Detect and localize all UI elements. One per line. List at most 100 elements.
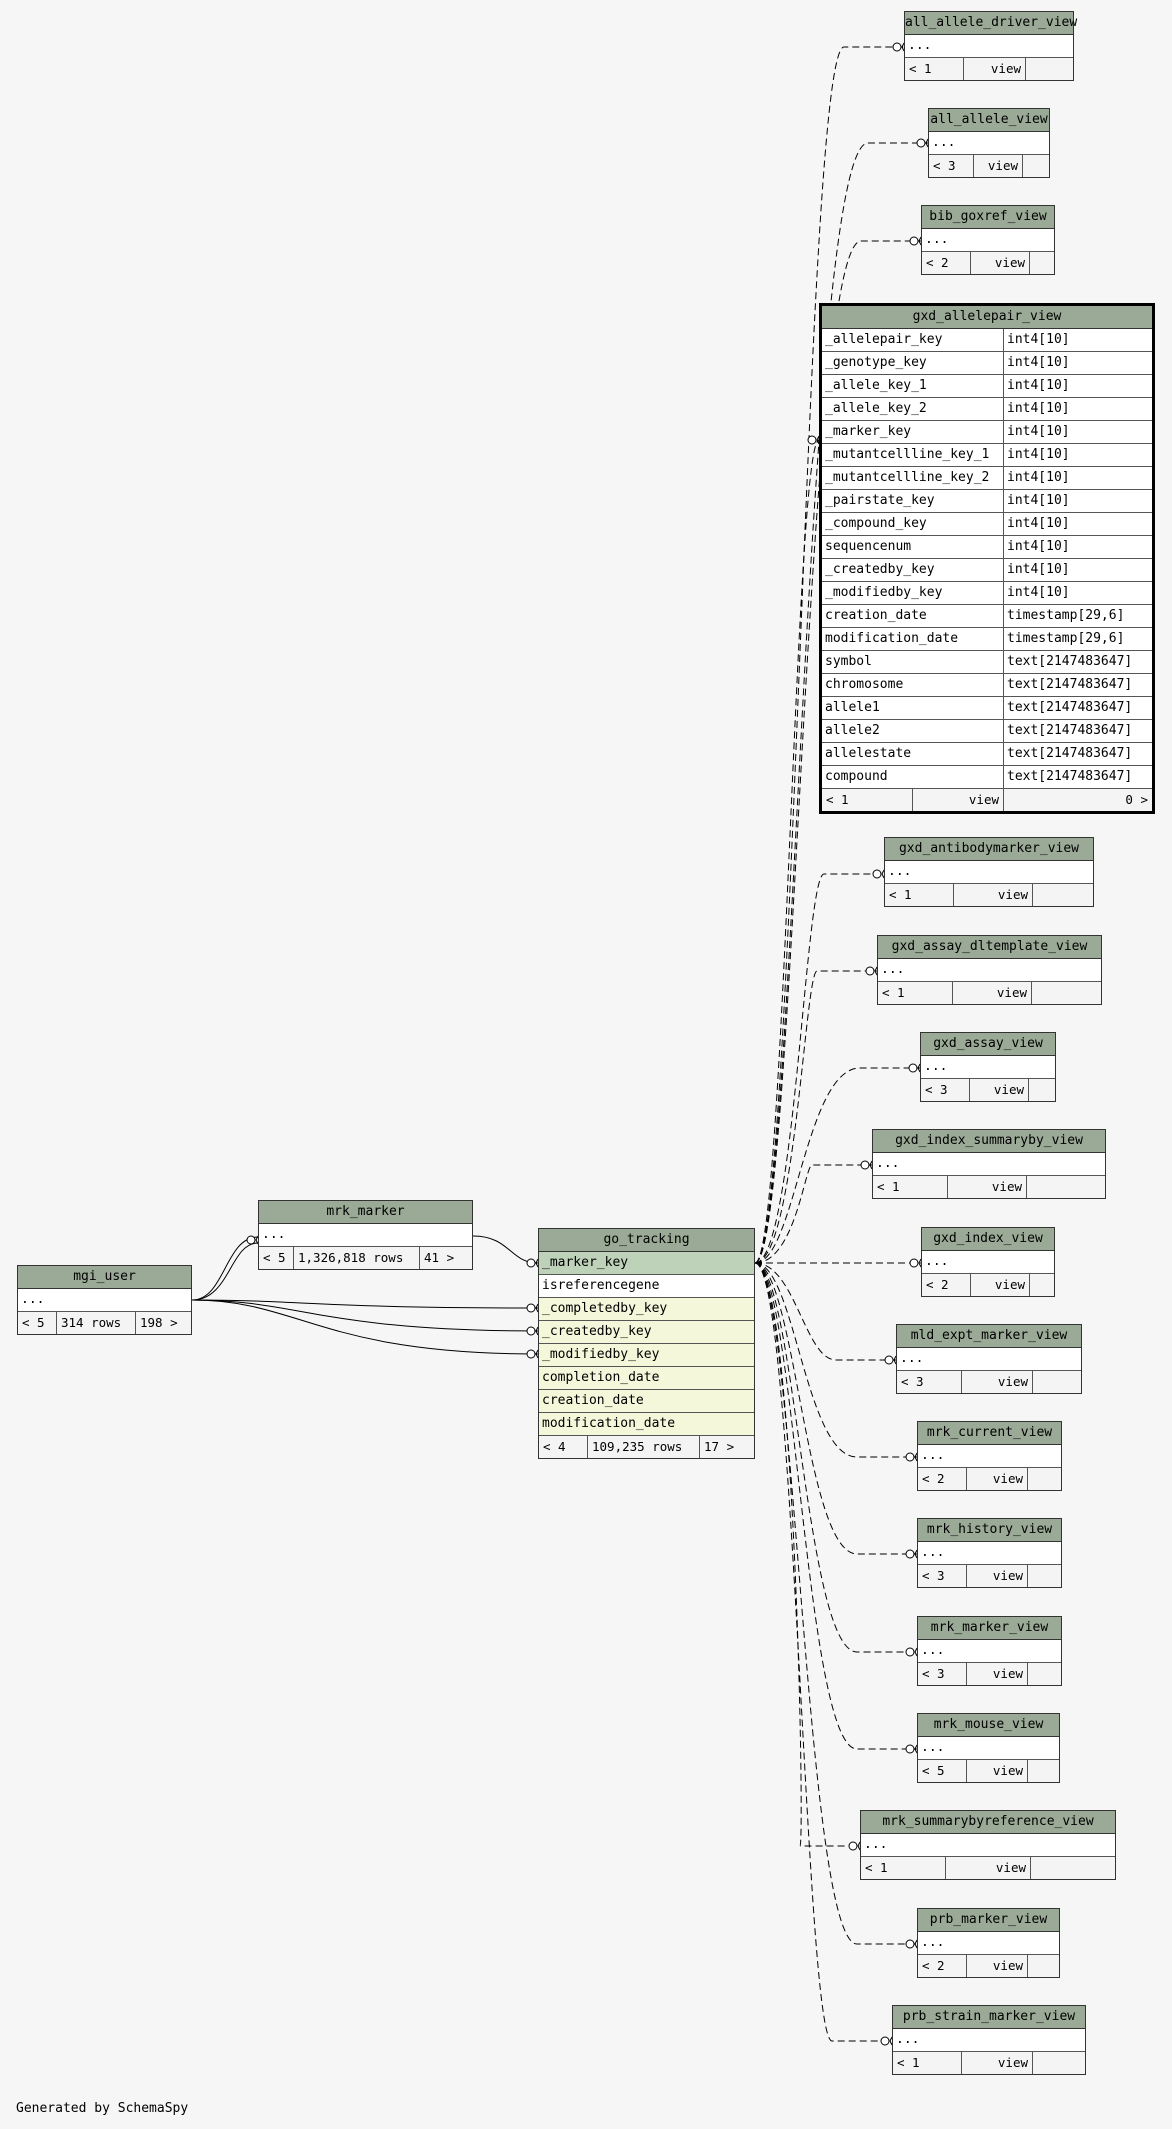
relationship-line bbox=[754, 1262, 917, 1653]
relationship-end-marker bbox=[848, 1841, 858, 1851]
table-row: ... bbox=[861, 1834, 1115, 1857]
relationship-end-marker-crowfoot bbox=[889, 2036, 893, 2046]
table-title: gxd_antibodymarker_view bbox=[885, 838, 1093, 861]
children-count: 17 > bbox=[704, 1439, 735, 1454]
parents-count: < 1 bbox=[885, 884, 954, 906]
relationship-line bbox=[472, 1235, 539, 1264]
table-row: ... bbox=[897, 1348, 1081, 1371]
column-name: allelestate bbox=[825, 746, 912, 761]
column-name: _mutantcellline_key_2 bbox=[825, 470, 990, 485]
relationship-end-marker-crowfoot bbox=[857, 1841, 861, 1851]
children-count bbox=[1033, 1371, 1081, 1393]
column-row: completion_date bbox=[539, 1367, 754, 1390]
table-row: ... bbox=[918, 1737, 1059, 1760]
table-footer: < 5 1,326,818 rows 41 > bbox=[259, 1247, 472, 1269]
children-count bbox=[1028, 1468, 1061, 1490]
column-name: _modifiedby_key bbox=[825, 585, 943, 600]
parents-count: < 5 bbox=[259, 1247, 294, 1269]
relationship-end-marker bbox=[916, 138, 926, 148]
column-type: timestamp[29,6] bbox=[1003, 605, 1124, 627]
table-kind: view bbox=[967, 1663, 1028, 1685]
relationship-end-marker bbox=[905, 1452, 915, 1462]
parents-count: < 4 bbox=[539, 1436, 588, 1458]
table-row: ... bbox=[893, 2029, 1085, 2052]
children-count bbox=[1032, 982, 1101, 1004]
parents-count: < 1 bbox=[893, 2052, 962, 2074]
parents-count: < 1 bbox=[878, 982, 953, 1004]
column-name: _marker_key bbox=[825, 424, 912, 439]
table-row: ... bbox=[918, 1932, 1059, 1955]
row-count: 314 rows bbox=[57, 1312, 136, 1334]
relationship-line bbox=[754, 1164, 872, 1264]
relationship-end-marker-crowfoot bbox=[535, 1258, 539, 1268]
relationship-end-marker bbox=[905, 1647, 915, 1657]
relationship-end-marker bbox=[865, 966, 875, 976]
children-count bbox=[1028, 1760, 1059, 1782]
children-count bbox=[1030, 1274, 1054, 1296]
children-count bbox=[1027, 1176, 1105, 1198]
relationship-end-marker bbox=[860, 1160, 870, 1170]
relationship-end-marker-crowfoot bbox=[914, 1549, 918, 1559]
table-kind: view bbox=[913, 789, 1004, 811]
relationship-end-marker bbox=[884, 1355, 894, 1365]
children-count bbox=[1026, 58, 1073, 80]
relationship-line bbox=[754, 46, 904, 1264]
column-name: compound bbox=[825, 769, 888, 784]
children-count bbox=[1029, 1079, 1055, 1101]
table-kind: view bbox=[946, 1857, 1031, 1879]
table-title: mrk_mouse_view bbox=[918, 1714, 1059, 1737]
column-type: int4[10] bbox=[1003, 444, 1070, 466]
column-name: _allele_key_1 bbox=[825, 378, 927, 393]
column-type: text[2147483647] bbox=[1003, 766, 1132, 788]
table-mrk-marker[interactable]: mrk_marker ... < 5 1,326,818 rows 41 > bbox=[258, 1200, 473, 1270]
relationship-line bbox=[754, 1262, 860, 1847]
parents-count: < 3 bbox=[918, 1663, 967, 1685]
relationship-end-marker-crowfoot bbox=[816, 435, 820, 445]
row-count: 1,326,818 rows bbox=[294, 1247, 420, 1269]
table-title: all_allele_driver_view bbox=[905, 12, 1077, 35]
parents-count: < 2 bbox=[918, 1468, 967, 1490]
table-kind: view bbox=[971, 1274, 1030, 1296]
column-type: int4[10] bbox=[1003, 536, 1070, 558]
table-mgi-user[interactable]: mgi_user ... < 5 314 rows 198 > bbox=[17, 1265, 192, 1335]
table-title: bib_goxref_view bbox=[922, 206, 1054, 229]
column-type: timestamp[29,6] bbox=[1003, 628, 1124, 650]
table-title: gxd_assay_view bbox=[921, 1033, 1055, 1056]
column-name: _compound_key bbox=[825, 516, 927, 531]
table-title: gxd_index_view bbox=[922, 1228, 1054, 1251]
children-count bbox=[1030, 252, 1054, 274]
relationship-end-marker-crowfoot bbox=[918, 1258, 922, 1268]
column-name: _allele_key_2 bbox=[825, 401, 927, 416]
table-row: ... bbox=[905, 35, 1073, 58]
relationship-line bbox=[754, 1262, 896, 1361]
relationship-end-marker-crowfoot bbox=[914, 1452, 918, 1462]
